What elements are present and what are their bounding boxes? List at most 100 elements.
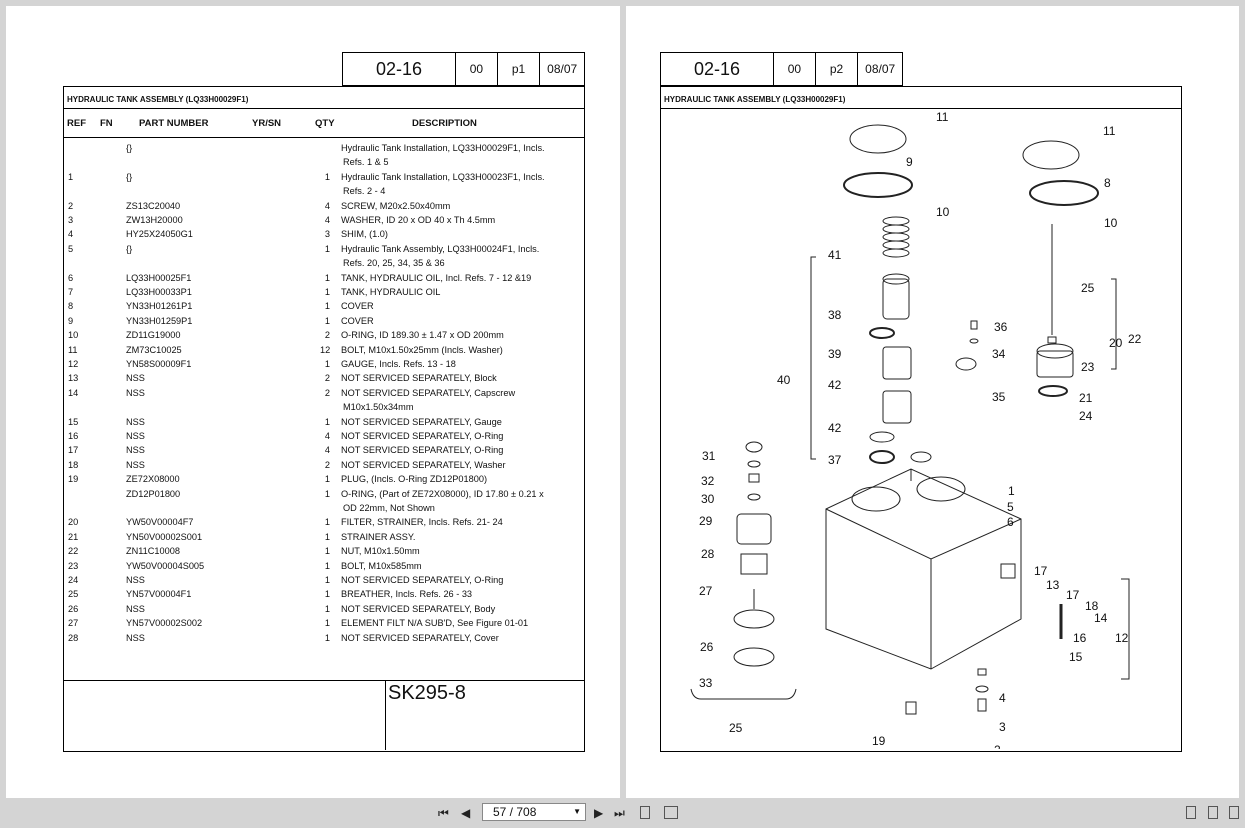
section-code: 02-16 bbox=[376, 58, 423, 79]
part-number-cell: NSS bbox=[126, 632, 145, 643]
first-page-button[interactable]: ⏮ bbox=[438, 806, 449, 820]
ref-cell: 2 bbox=[68, 200, 74, 211]
assembly-title: HYDRAULIC TANK ASSEMBLY (LQ33H00029F1) bbox=[67, 95, 249, 104]
callout-label: 12 bbox=[1115, 631, 1129, 645]
part-32-shape bbox=[747, 460, 761, 468]
document-page-1: 02-16 00 p1 08/07 HYDRAULIC TANK ASSEMBL… bbox=[6, 6, 620, 798]
qty-cell: 2 bbox=[324, 373, 330, 384]
exploded-parts-diagram: 1191011810413839424237403634352523222124… bbox=[690, 110, 1142, 749]
tank-body-shape bbox=[825, 468, 1022, 670]
two-page-icon[interactable] bbox=[664, 806, 678, 819]
description-cell: ELEMENT FILT N/A SUB'D, See Figure 01-01 bbox=[341, 618, 529, 629]
spring-41-shape bbox=[882, 216, 910, 258]
part-number-cell: ZN11C10008 bbox=[126, 546, 180, 557]
qty-cell: 1 bbox=[324, 416, 330, 427]
chevron-down-icon: ▼ bbox=[573, 807, 581, 816]
callout-label: 26 bbox=[700, 640, 714, 654]
gauge-block-shape bbox=[1000, 563, 1016, 579]
qty-cell: 1 bbox=[324, 603, 330, 614]
date: 08/07 bbox=[539, 53, 584, 85]
callout-label: 32 bbox=[701, 474, 715, 488]
callout-label: 25 bbox=[1081, 281, 1095, 295]
breather-25-shape bbox=[955, 357, 977, 371]
element-42b-shape bbox=[882, 390, 912, 424]
description-cell: COVER bbox=[341, 315, 374, 326]
qty-cell: 1 bbox=[324, 488, 330, 499]
part-number-cell: ZD11G19000 bbox=[126, 330, 181, 341]
oring-10b-shape bbox=[1029, 180, 1099, 206]
col-part-number: PART NUMBER bbox=[139, 118, 209, 129]
ref-cell: 22 bbox=[68, 546, 79, 557]
part-number-cell: YN57V00004F1 bbox=[126, 589, 192, 600]
description-cell-line2: Refs. 1 & 5 bbox=[343, 157, 389, 168]
ref-cell: 18 bbox=[68, 459, 79, 470]
qty-cell: 1 bbox=[324, 301, 330, 312]
part-number-cell: {} bbox=[126, 243, 133, 254]
last-page-button[interactable]: ⏭ bbox=[614, 806, 625, 820]
next-page-button[interactable]: ▶ bbox=[594, 806, 604, 820]
revision: 00 bbox=[455, 53, 497, 85]
single-page-icon[interactable] bbox=[640, 806, 650, 819]
table-row-continuation: OD 22mm, Not Shown bbox=[64, 503, 584, 517]
col-fn: FN bbox=[100, 118, 113, 129]
callout-label: 25 bbox=[729, 721, 743, 735]
section-code: 02-16 bbox=[694, 58, 741, 79]
part-31-shape bbox=[745, 441, 763, 453]
qty-cell: 4 bbox=[324, 445, 330, 456]
part-number-cell: YN58S00009F1 bbox=[126, 359, 192, 369]
callout-label: 9 bbox=[906, 155, 913, 169]
view-facing-icon[interactable] bbox=[1208, 806, 1218, 819]
ref-cell: 4 bbox=[68, 229, 74, 240]
ref-cell: 10 bbox=[68, 330, 79, 341]
callout-label: 28 bbox=[701, 547, 715, 561]
part-number-cell: {} bbox=[126, 143, 133, 153]
view-grid-icon[interactable] bbox=[1229, 806, 1239, 819]
qty-cell: 2 bbox=[324, 459, 330, 470]
table-row-continuation: Refs. 2 - 4 bbox=[64, 186, 584, 200]
tank-port-left bbox=[851, 486, 901, 512]
callout-label: 20 bbox=[1109, 336, 1123, 350]
description-cell: NOT SERVICED SEPARATELY, Cover bbox=[341, 632, 499, 643]
qty-cell: 4 bbox=[324, 215, 330, 225]
callout-label: 15 bbox=[1069, 650, 1083, 664]
callout-label: 41 bbox=[828, 248, 842, 262]
part-number-cell: LQ33H00033P1 bbox=[126, 287, 192, 297]
strainer-21-shape bbox=[1036, 350, 1074, 378]
page-select[interactable]: 57 / 708 ▼ bbox=[482, 803, 586, 821]
nut-22-shape bbox=[1047, 336, 1057, 344]
element-42a-shape bbox=[882, 346, 912, 380]
qty-cell: 1 bbox=[324, 243, 330, 254]
part-number-cell: ZM73C10025 bbox=[126, 344, 182, 355]
qty-cell: 1 bbox=[324, 589, 330, 600]
prev-page-button[interactable]: ◀ bbox=[461, 806, 471, 820]
part-30-shape bbox=[748, 473, 760, 483]
view-continuous-icon[interactable] bbox=[1186, 806, 1196, 819]
description-cell: NOT SERVICED SEPARATELY, Gauge bbox=[341, 416, 502, 427]
col-ref: REF bbox=[67, 118, 86, 129]
callout-label: 40 bbox=[777, 373, 791, 387]
callout-label: 37 bbox=[828, 453, 842, 467]
plug-19-shape bbox=[905, 701, 917, 715]
description-cell: O-RING, ID 189.30 ± 1.47 x OD 200mm bbox=[341, 330, 504, 341]
callout-label: 34 bbox=[992, 347, 1006, 361]
part-34-shape bbox=[970, 320, 978, 330]
callout-label: 8 bbox=[1104, 176, 1111, 190]
ref-cell: 6 bbox=[68, 272, 74, 283]
oring-39-shape bbox=[869, 327, 895, 339]
ref-cell: 25 bbox=[68, 589, 79, 600]
ref-cell: 19 bbox=[68, 474, 79, 485]
part-number-cell: YN57V00002S002 bbox=[126, 618, 203, 629]
